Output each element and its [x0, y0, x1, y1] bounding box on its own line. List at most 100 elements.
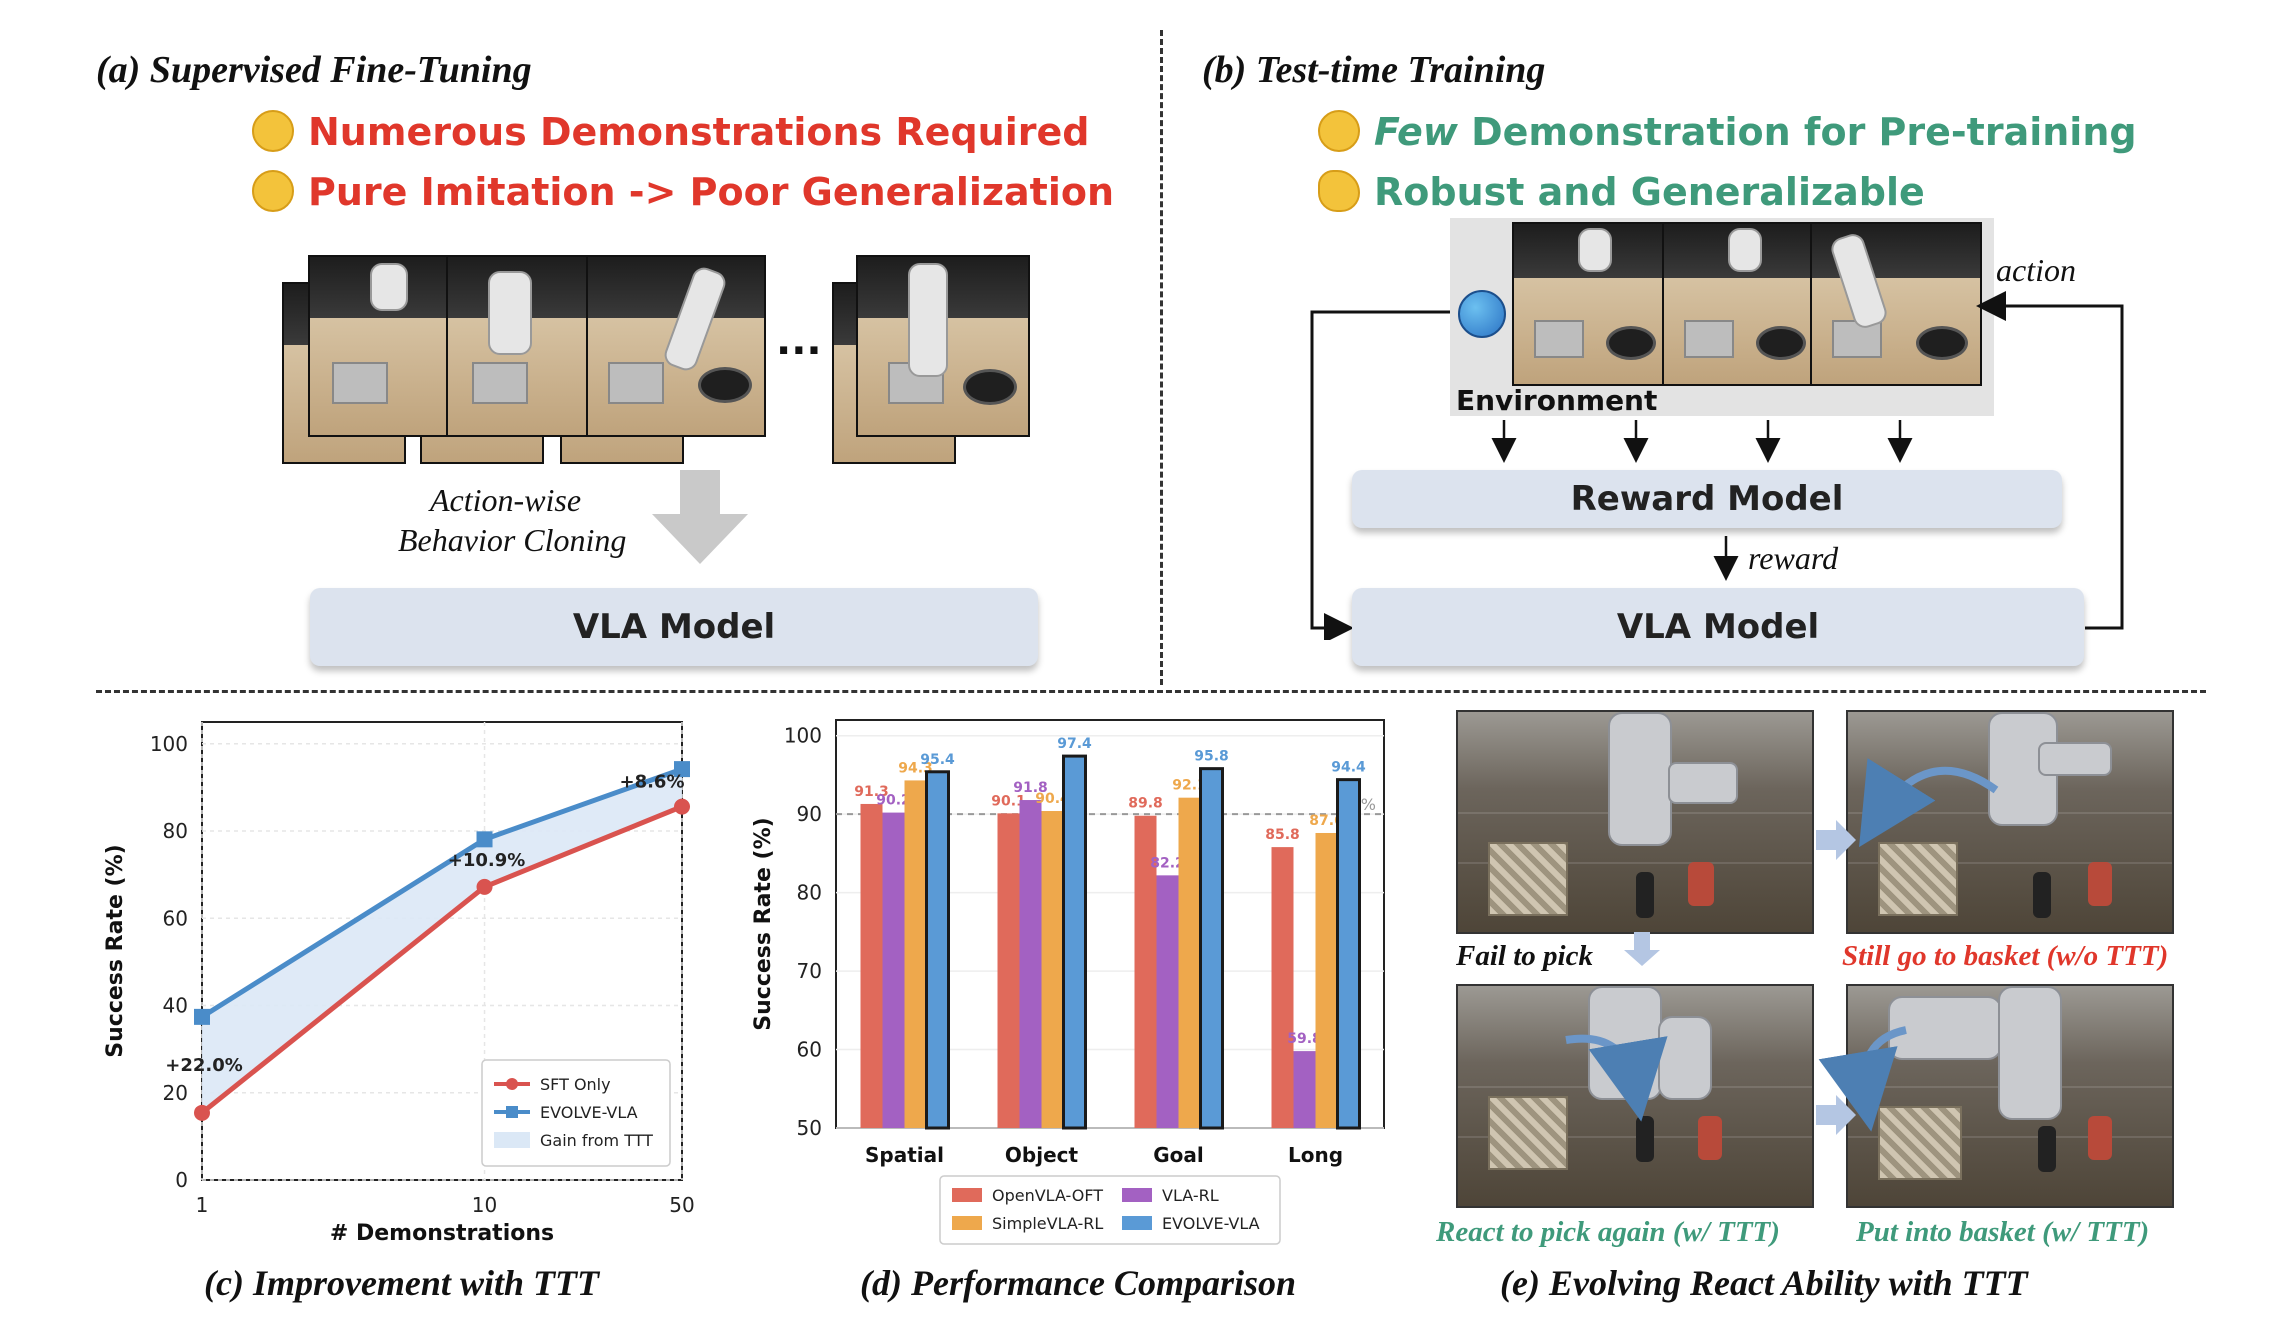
bar — [1134, 815, 1157, 1128]
bar-value-label: 91.8 — [1013, 780, 1048, 796]
env-frame-2 — [1662, 222, 1814, 386]
demo-frame-1 — [308, 255, 450, 437]
right-arrow-icon — [1816, 1095, 1856, 1135]
panel-a-bullet-1-text: Numerous Demonstrations Required — [308, 110, 1090, 154]
smiling-face-icon — [1318, 109, 1360, 152]
y-tick-label: 80 — [797, 881, 822, 905]
panel-a-bullet-2: Pure Imitation -> Poor Generalization — [252, 169, 1114, 216]
bar — [1062, 754, 1087, 1130]
legend-label: VLA-RL — [1162, 1186, 1219, 1205]
demo-frame-2 — [446, 255, 590, 437]
ttt-loop-arrows — [1310, 291, 2124, 640]
bar-value-label: 90.2 — [876, 793, 911, 809]
bar — [925, 770, 950, 1130]
panel-c-caption: (c) Improvement with TTT — [204, 1263, 599, 1303]
frames-ellipsis: ... — [776, 318, 822, 364]
legend-label: EVOLVE-VLA — [1162, 1214, 1260, 1233]
bar-value-label: 92.1 — [1172, 778, 1207, 794]
still-go-label: Still go to basket (w/o TTT) — [1842, 940, 2169, 972]
action-label: action — [1996, 252, 2076, 288]
arrow-label-line-1: Action-wise — [430, 482, 582, 518]
bar-value-label: 91.3 — [854, 784, 889, 800]
vla-model-label-b: VLA Model — [1616, 607, 1820, 647]
react-again-label: React to pick again (w/ TTT) — [1436, 1216, 1780, 1248]
legend-swatch — [952, 1216, 982, 1230]
performance-bar-chart: 506070809010090%Spatial91.390.294.395.4O… — [751, 719, 1385, 1245]
bar — [882, 812, 905, 1128]
y-tick-label: 80 — [163, 819, 188, 843]
x-tick-label: 10 — [472, 1193, 497, 1217]
panel-e-caption: (e) Evolving React Ability with TTT — [1500, 1263, 2028, 1303]
data-point — [194, 1104, 210, 1121]
y-tick-label: 60 — [163, 906, 188, 930]
gain-annotation: +8.6% — [619, 771, 684, 792]
bar — [997, 813, 1020, 1128]
data-point — [476, 878, 493, 895]
x-tick-label: 50 — [669, 1193, 694, 1217]
vla-model-box-a: VLA Model — [310, 588, 1038, 666]
x-tick-label: Object — [1005, 1143, 1079, 1167]
legend-swatch — [952, 1188, 982, 1202]
down-arrow-icon — [652, 470, 748, 564]
steam-from-nose-face-icon — [252, 109, 294, 152]
y-tick-label: 0 — [175, 1168, 188, 1192]
down-arrow-icon — [1624, 932, 1660, 966]
put-into-label: Put into basket (w/ TTT) — [1856, 1216, 2150, 1248]
legend-label: SFT Only — [540, 1075, 611, 1094]
reward-model-box: Reward Model — [1352, 470, 2062, 528]
demo-frame-4 — [856, 255, 1030, 437]
y-tick-label: 70 — [797, 959, 822, 983]
panel-b-bullet-1: Few Demonstration for Pre-training — [1318, 109, 2137, 156]
bar — [1199, 767, 1224, 1130]
right-arrow-icon — [1816, 820, 1856, 860]
data-point — [476, 831, 493, 848]
legend-label: EVOLVE-VLA — [540, 1103, 638, 1122]
flexed-biceps-icon — [1318, 169, 1360, 212]
bar — [860, 803, 883, 1128]
arrow-label-line-2: Behavior Cloning — [398, 522, 627, 558]
vla-model-box-b: VLA Model — [1352, 588, 2084, 666]
panel-b-bullet-2: Robust and Generalizable — [1318, 169, 1925, 216]
panel-b-bullet-1-text: Demonstration for Pre-training — [1457, 110, 2137, 154]
bar-value-label: 95.8 — [1194, 749, 1229, 765]
bar-value-label: 94.4 — [1331, 760, 1366, 776]
panel-a-title: (a) Supervised Fine-Tuning — [96, 49, 532, 91]
fail-to-pick-label: Fail to pick — [1456, 940, 1593, 972]
legend-box — [939, 1175, 1281, 1245]
legend-swatch — [1122, 1188, 1152, 1202]
bar — [1178, 797, 1201, 1128]
bar — [1156, 875, 1179, 1128]
bar — [1336, 778, 1361, 1130]
legend-swatch — [1122, 1216, 1152, 1230]
bar-value-label: 85.8 — [1265, 827, 1300, 843]
vertical-divider — [1160, 30, 1163, 685]
y-tick-label: 20 — [163, 1081, 188, 1105]
legend-label: OpenVLA-OFT — [992, 1186, 1103, 1205]
gain-annotation: +22.0% — [165, 1055, 243, 1076]
legend-label: SimpleVLA-RL — [992, 1214, 1103, 1233]
vla-model-label-a: VLA Model — [572, 607, 776, 647]
legend-label: Gain from TTT — [540, 1131, 653, 1150]
bar — [1293, 1051, 1316, 1128]
reward-model-label: Reward Model — [1570, 479, 1844, 519]
x-tick-label: Long — [1288, 1143, 1343, 1167]
bar-value-label: 94.3 — [898, 760, 933, 776]
bar — [1041, 811, 1064, 1128]
panel-a-bullet-1: Numerous Demonstrations Required — [252, 109, 1090, 156]
demo-frame-3 — [586, 255, 766, 437]
panel-b-bullet-1-em: Few — [1374, 110, 1458, 154]
reward-label: reward — [1748, 540, 1839, 576]
y-tick-label: 40 — [163, 994, 188, 1018]
legend-marker — [506, 1078, 518, 1090]
globe-icon — [1458, 290, 1506, 338]
bar — [1315, 832, 1338, 1128]
photo-fail — [1456, 710, 1814, 934]
y-tick-label: 90 — [797, 802, 822, 826]
bar — [1019, 800, 1042, 1128]
env-frame-3 — [1810, 222, 1982, 386]
y-tick-label: 50 — [797, 1116, 822, 1140]
legend-marker — [506, 1106, 518, 1118]
bar-value-label: 90.1 — [991, 793, 1026, 809]
react-arrows — [1565, 758, 1999, 1135]
